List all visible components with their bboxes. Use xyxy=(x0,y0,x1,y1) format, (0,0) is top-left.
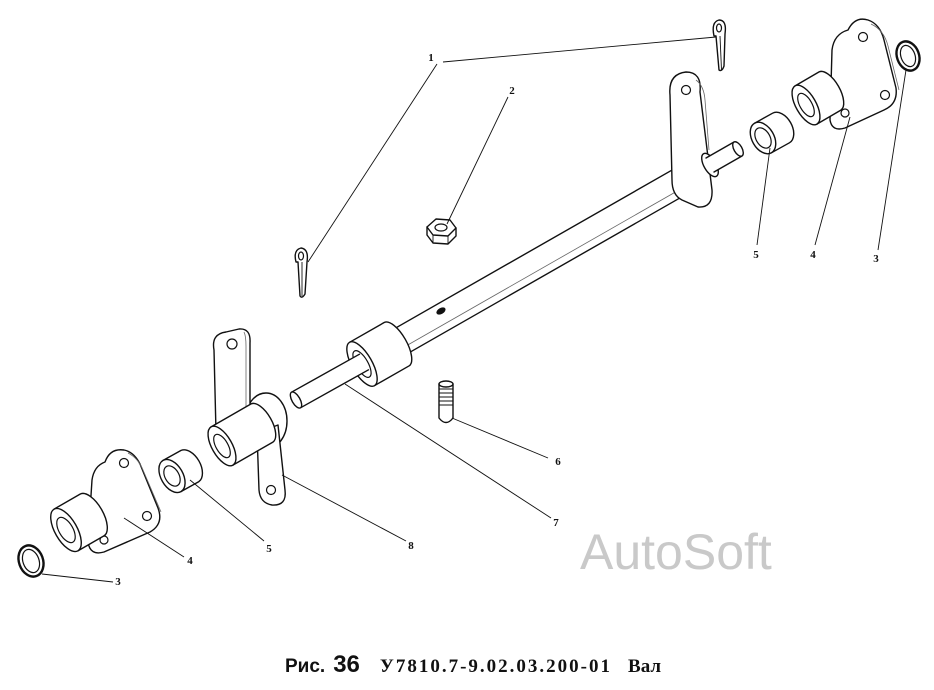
bushing-left-bore xyxy=(163,465,181,487)
leader-lines xyxy=(41,36,907,583)
callout-label: 2 xyxy=(509,85,515,97)
callout-labels: 1 2 5 4 3 6 7 8 5 4 3 xyxy=(115,52,879,588)
lever-right-hole xyxy=(680,84,692,96)
pin-body xyxy=(438,383,454,424)
shaft-thin-end-edges xyxy=(290,353,370,409)
shaft-collar xyxy=(348,321,413,387)
leader-line-3-right xyxy=(877,69,907,251)
lever-right xyxy=(669,71,744,208)
lever-left xyxy=(207,328,288,506)
callout-label: 5 xyxy=(753,249,759,261)
caption-number: 36 xyxy=(333,651,360,678)
shaft-tube-shade xyxy=(398,181,694,351)
ring-left xyxy=(17,544,45,578)
callout-label: 6 xyxy=(555,456,561,468)
shaft xyxy=(388,163,698,357)
ring-right-inner xyxy=(899,44,917,68)
ring-right xyxy=(895,40,921,72)
bushing-left xyxy=(158,449,204,494)
bracket-right xyxy=(791,18,900,130)
pin-thread xyxy=(439,388,453,406)
lever-left-upper-arm-edge xyxy=(243,331,247,415)
nut-hole xyxy=(434,223,448,232)
bracket-right-boss xyxy=(794,70,845,125)
leader-line-1-top xyxy=(442,36,717,63)
leader-line-8 xyxy=(281,474,407,542)
caption-title: Вал xyxy=(628,656,662,677)
leader-line-6 xyxy=(451,417,549,459)
leader-line-5-right xyxy=(756,147,771,246)
callout-label: 4 xyxy=(810,249,816,261)
cotter-pin-bottom xyxy=(294,247,309,298)
shaft-right-end-face xyxy=(732,141,744,157)
bracket-left-hole-top xyxy=(118,457,130,469)
cotter-pin-top-split xyxy=(719,35,722,71)
callout-label: 1 xyxy=(428,52,434,64)
watermark: AutoSoft xyxy=(580,524,772,580)
bracket-right-bore xyxy=(797,92,815,118)
lever-left-upper-hole xyxy=(226,338,238,350)
caption-code: У7810.7-9.02.03.200-01 xyxy=(379,656,613,677)
lever-right-edge xyxy=(695,79,710,151)
bushing-right-bore xyxy=(754,127,772,149)
callout-label: 8 xyxy=(408,540,414,552)
bracket-left-hole-right xyxy=(141,510,153,522)
callout-label: 3 xyxy=(115,576,121,588)
caption-prefix: Рис. xyxy=(285,656,326,677)
shaft-tube-hole xyxy=(436,307,446,315)
bracket-left-plate-edge xyxy=(127,452,162,513)
ring-left-inner xyxy=(21,548,41,574)
leader-line-3-left xyxy=(41,573,114,583)
leader-line-5-left xyxy=(189,479,265,542)
shaft-collar-group xyxy=(289,321,413,409)
leader-line-1-bottom xyxy=(307,63,438,263)
bracket-right-plate-edge xyxy=(870,23,900,91)
bracket-right-plate xyxy=(829,18,897,130)
nut xyxy=(426,218,457,245)
shaft-right-end-fill xyxy=(706,142,742,172)
lever-left-upper-arm xyxy=(212,328,251,433)
pin xyxy=(438,380,454,424)
shaft-right-end-edges xyxy=(705,141,743,173)
callout-label: 5 xyxy=(266,543,272,555)
bushing-left-body xyxy=(162,449,204,493)
lever-left-hub-bore xyxy=(213,433,231,459)
bracket-right-hole-bottom xyxy=(840,108,850,118)
cotter-pin-bottom-eye xyxy=(297,251,305,261)
figure-caption: Рис. 36 У7810.7-9.02.03.200-01 Вал xyxy=(285,653,661,677)
shaft-thin-end-fill xyxy=(291,354,369,408)
leader-line-7 xyxy=(344,383,552,519)
callout-label: 7 xyxy=(553,517,559,529)
bushing-right-body xyxy=(753,111,795,154)
cotter-pin-top-body xyxy=(712,19,727,72)
leader-line-4-left xyxy=(123,517,185,558)
cotter-pin-bottom-body xyxy=(294,247,309,298)
lever-right-plate xyxy=(669,71,713,208)
cotter-pin-top xyxy=(712,19,727,72)
lever-left-lower-hole xyxy=(265,484,277,496)
bracket-left-bore xyxy=(56,516,76,544)
shaft-main-tube xyxy=(388,163,698,357)
callout-label: 4 xyxy=(187,555,193,567)
bracket-right-hole-right xyxy=(879,89,891,101)
pin-top-face xyxy=(438,380,454,388)
bracket-left xyxy=(50,449,162,554)
callout-label: 3 xyxy=(873,253,879,265)
shaft-thin-end-face xyxy=(289,391,303,409)
nut-edges xyxy=(432,235,449,244)
bushing-right xyxy=(749,111,795,155)
leader-line-4-right xyxy=(814,116,851,246)
bracket-left-boss xyxy=(53,492,109,552)
bracket-right-hole-top xyxy=(857,31,869,43)
cotter-pin-top-eye xyxy=(715,23,723,33)
leader-line-2 xyxy=(446,96,509,225)
